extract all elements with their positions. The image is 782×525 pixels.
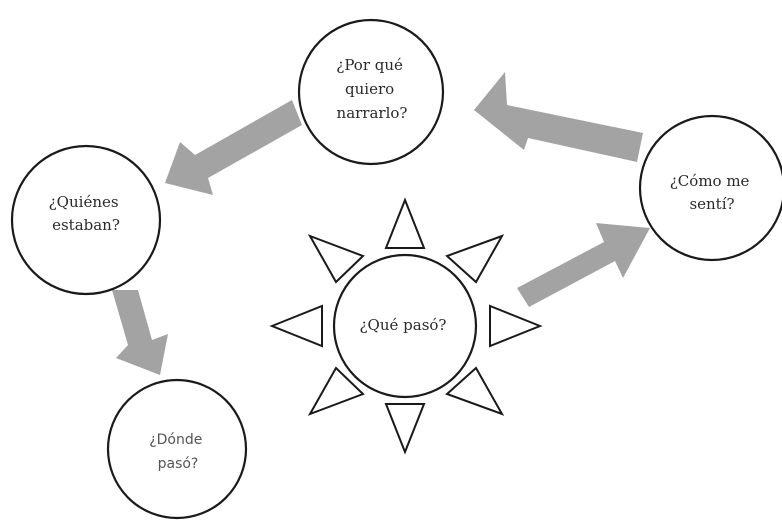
sun-ray-top <box>384 197 426 249</box>
node-label-donde-paso: ¿Dónde pasó? <box>149 432 207 472</box>
node-label-como-me-senti: ¿Cómo me sentí? <box>670 172 754 213</box>
sun-ray-bottom <box>384 403 426 455</box>
node-circle-como-me-senti <box>638 114 782 262</box>
sun-ray-top-left <box>307 234 365 284</box>
node-label-por-que-line-2: quiero <box>345 80 394 98</box>
node-circle-donde-paso <box>106 378 248 520</box>
sun-ray-right <box>489 304 543 348</box>
node-circle-que-paso <box>332 253 478 399</box>
node-label-senti-line-1: ¿Cómo me <box>670 172 750 190</box>
arrow-senti-to-porque <box>474 72 643 162</box>
node-circle-por-que <box>297 18 445 166</box>
node-label-por-que-line-1: ¿Por qué <box>336 56 403 74</box>
node-label-que-paso: ¿Qué pasó? <box>360 316 447 334</box>
sun-ray-bottom-left <box>307 366 365 416</box>
node-label-senti-line-2: sentí? <box>689 195 734 213</box>
arrow-porque-to-quienes <box>165 100 302 195</box>
arrow-quienes-to-donde <box>112 290 168 375</box>
sun-ray-bottom-right <box>445 366 505 416</box>
node-label-donde-line-1: ¿Dónde <box>149 432 202 448</box>
node-label-donde-line-2: pasó? <box>158 456 199 472</box>
node-circle-quienes <box>10 144 162 296</box>
node-label-quienes-line-1: ¿Quiénes <box>49 193 119 211</box>
node-label-que-paso-line-1: ¿Qué pasó? <box>360 316 447 334</box>
sun-ray-top-right <box>445 234 505 284</box>
node-label-quienes-line-2: estaban? <box>52 216 120 234</box>
node-label-por-que-line-3: narrarlo? <box>337 104 408 122</box>
node-label-quienes: ¿Quiénes estaban? <box>49 193 124 234</box>
arrow-quepaso-to-senti <box>517 223 650 307</box>
node-label-por-que: ¿Por qué quiero narrarlo? <box>336 56 407 122</box>
sun-ray-left <box>269 304 323 348</box>
